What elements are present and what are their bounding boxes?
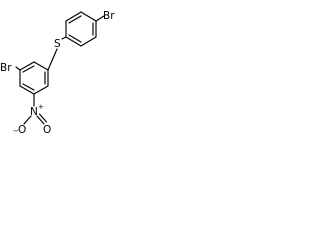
bond: [65, 11, 82, 22]
bond: [33, 61, 49, 71]
nitrophenyl-ring: [19, 61, 49, 95]
bond: [80, 11, 97, 22]
oxygen-label-single: O: [18, 124, 26, 136]
positive-charge-label: +: [38, 103, 44, 111]
bond-ring-to-bromine: [15, 66, 21, 71]
bromophenyl-ring: [65, 11, 105, 47]
bond: [65, 36, 82, 47]
bond-nitrogen-to-oxygen-double: [38, 113, 48, 123]
bond: [80, 36, 97, 47]
bromine-label-top: Br: [103, 10, 115, 22]
inner-double-bond: [22, 83, 35, 91]
bond-sulfur-to-ring: [61, 36, 67, 40]
bond-ring-to-bromine: [95, 15, 105, 22]
bond: [19, 61, 35, 71]
inner-double-bond: [22, 65, 35, 73]
substituent-bonds: [15, 36, 67, 125]
negative-charge-label: −: [13, 127, 19, 135]
inner-double-bond: [68, 15, 82, 24]
chemical-structure: Br S Br N + O − O: [0, 10, 115, 136]
bromine-label-left: Br: [0, 62, 12, 74]
bond-nitrogen-to-oxygen-double: [36, 115, 45, 125]
bond: [33, 85, 49, 95]
bond-ring-to-sulfur: [47, 48, 58, 71]
bond: [19, 85, 35, 95]
oxygen-label-double: O: [43, 124, 51, 136]
nitro-nitrogen-label: N: [30, 106, 38, 118]
sulfur-label: S: [54, 38, 61, 50]
bond-nitrogen-to-oxygen: [23, 115, 32, 125]
inner-double-bond: [68, 34, 82, 43]
